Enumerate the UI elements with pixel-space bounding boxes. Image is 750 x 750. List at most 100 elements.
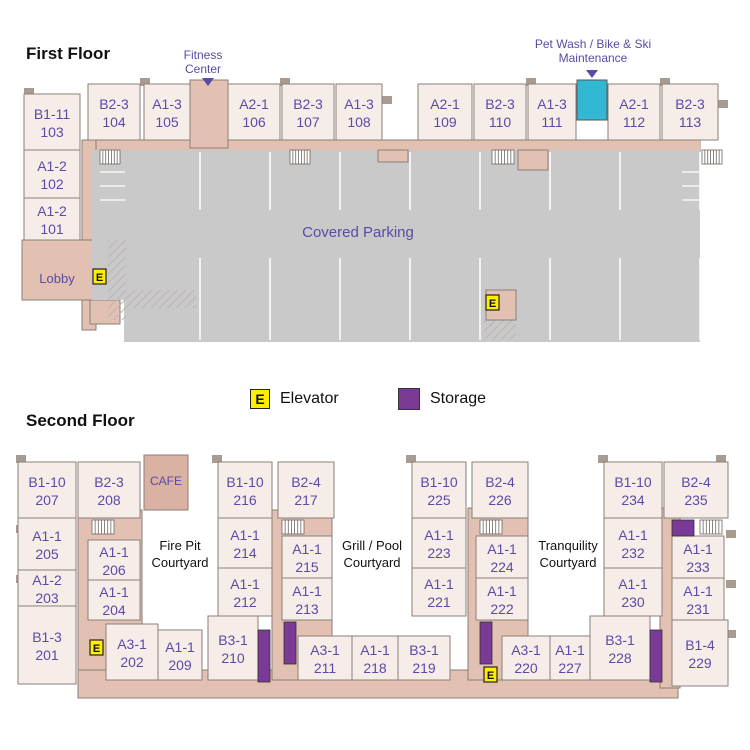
unit-type-label: A1-1 xyxy=(230,527,260,543)
unit-type-label: A3-1 xyxy=(511,642,541,658)
unit-number-label: 212 xyxy=(233,594,257,610)
second-floor-title: Second Floor xyxy=(26,411,135,430)
unit-type-label: A1-1 xyxy=(424,576,454,592)
unit-type-label: B2-3 xyxy=(675,96,705,112)
unit-number-label: 112 xyxy=(623,114,646,130)
unit-104: B2-3 104 xyxy=(87,83,141,141)
unit-number-label: 218 xyxy=(363,660,387,676)
unit-box xyxy=(87,539,141,581)
pet-wash-room xyxy=(576,79,608,121)
hatched-zone xyxy=(484,318,516,340)
courtyard-label: Grill / Pool xyxy=(342,538,402,553)
unit-type-label: A1-3 xyxy=(344,96,374,112)
balcony-accent xyxy=(382,96,392,104)
unit-number-label: 208 xyxy=(97,492,121,508)
unit-box xyxy=(607,83,661,141)
storage-icon xyxy=(649,629,663,683)
storage-icon xyxy=(479,621,493,665)
lobby-label: Lobby xyxy=(39,271,75,286)
fitness-center-label: Fitness Center xyxy=(183,48,223,76)
unit-box xyxy=(23,197,81,241)
unit-108: A1-3 108 xyxy=(335,83,383,141)
stairs-icon xyxy=(289,149,311,165)
unit-box xyxy=(671,535,725,579)
unit-number-label: 101 xyxy=(40,221,64,237)
unit-box xyxy=(417,83,473,141)
elevator-icon xyxy=(92,268,107,285)
storage-legend-swatch xyxy=(398,388,420,410)
unit-type-label: A1-3 xyxy=(152,96,182,112)
unit-box xyxy=(87,579,141,621)
unit-box xyxy=(281,577,333,621)
unit-number-label: 107 xyxy=(296,114,320,130)
unit-type-label: B2-3 xyxy=(99,96,129,112)
balcony-accent xyxy=(726,580,736,588)
unit-type-label: B1-3 xyxy=(32,629,62,645)
unit-box xyxy=(397,635,451,681)
balcony-accent xyxy=(140,78,150,86)
covered-parking-area xyxy=(92,150,700,342)
unit-box xyxy=(589,615,651,681)
unit-box xyxy=(17,517,77,571)
covered-parking-label: Covered Parking xyxy=(302,224,414,241)
unit-type-label: A1-1 xyxy=(618,527,648,543)
unit-box xyxy=(661,83,719,141)
legend-elevator: E Elevator xyxy=(250,389,339,409)
balcony-accent xyxy=(726,630,736,638)
unit-box xyxy=(217,461,273,519)
unit-type-label: A1-1 xyxy=(99,544,129,560)
balcony-accent xyxy=(716,455,726,463)
unit-number-label: 216 xyxy=(233,492,257,508)
unit-number-label: 108 xyxy=(347,114,371,130)
elevator-letter: E xyxy=(487,670,494,682)
unit-box xyxy=(157,629,203,681)
cafe-label: CAFE xyxy=(150,474,182,488)
unit-box xyxy=(549,635,591,681)
unit-number-label: 228 xyxy=(608,650,632,666)
unit-number-label: 102 xyxy=(40,176,64,192)
unit-type-label: B2-3 xyxy=(293,96,323,112)
unit-box xyxy=(297,635,353,681)
unit-type-label: A1-1 xyxy=(618,576,648,592)
unit-number-label: 211 xyxy=(314,660,337,676)
unit-number-label: 210 xyxy=(221,650,245,666)
unit-type-label: B2-4 xyxy=(681,474,711,490)
unit-type-label: B1-10 xyxy=(420,474,458,490)
unit-number-label: 206 xyxy=(102,562,126,578)
unit-box xyxy=(23,149,81,199)
unit-type-label: A1-1 xyxy=(487,541,517,557)
unit-type-label: A1-1 xyxy=(555,642,585,658)
unit-box xyxy=(527,83,577,141)
courtyard-label: Tranquility xyxy=(538,538,598,553)
unit-type-label: A1-2 xyxy=(32,572,62,588)
lobby-room xyxy=(21,239,103,301)
unit-box xyxy=(351,635,399,681)
courtyard-label: Courtyard xyxy=(151,555,208,570)
unit-box xyxy=(17,605,77,685)
unit-type-label: B3-1 xyxy=(218,632,248,648)
unit-type-label: A1-1 xyxy=(165,639,195,655)
unit-box xyxy=(17,569,77,607)
legend-storage: Storage xyxy=(398,388,486,410)
unit-number-label: 104 xyxy=(102,114,126,130)
unit-number-label: 109 xyxy=(433,114,457,130)
balcony-accent xyxy=(526,78,536,86)
service-room xyxy=(377,149,409,163)
service-room xyxy=(517,149,549,171)
unit-box xyxy=(603,517,663,569)
